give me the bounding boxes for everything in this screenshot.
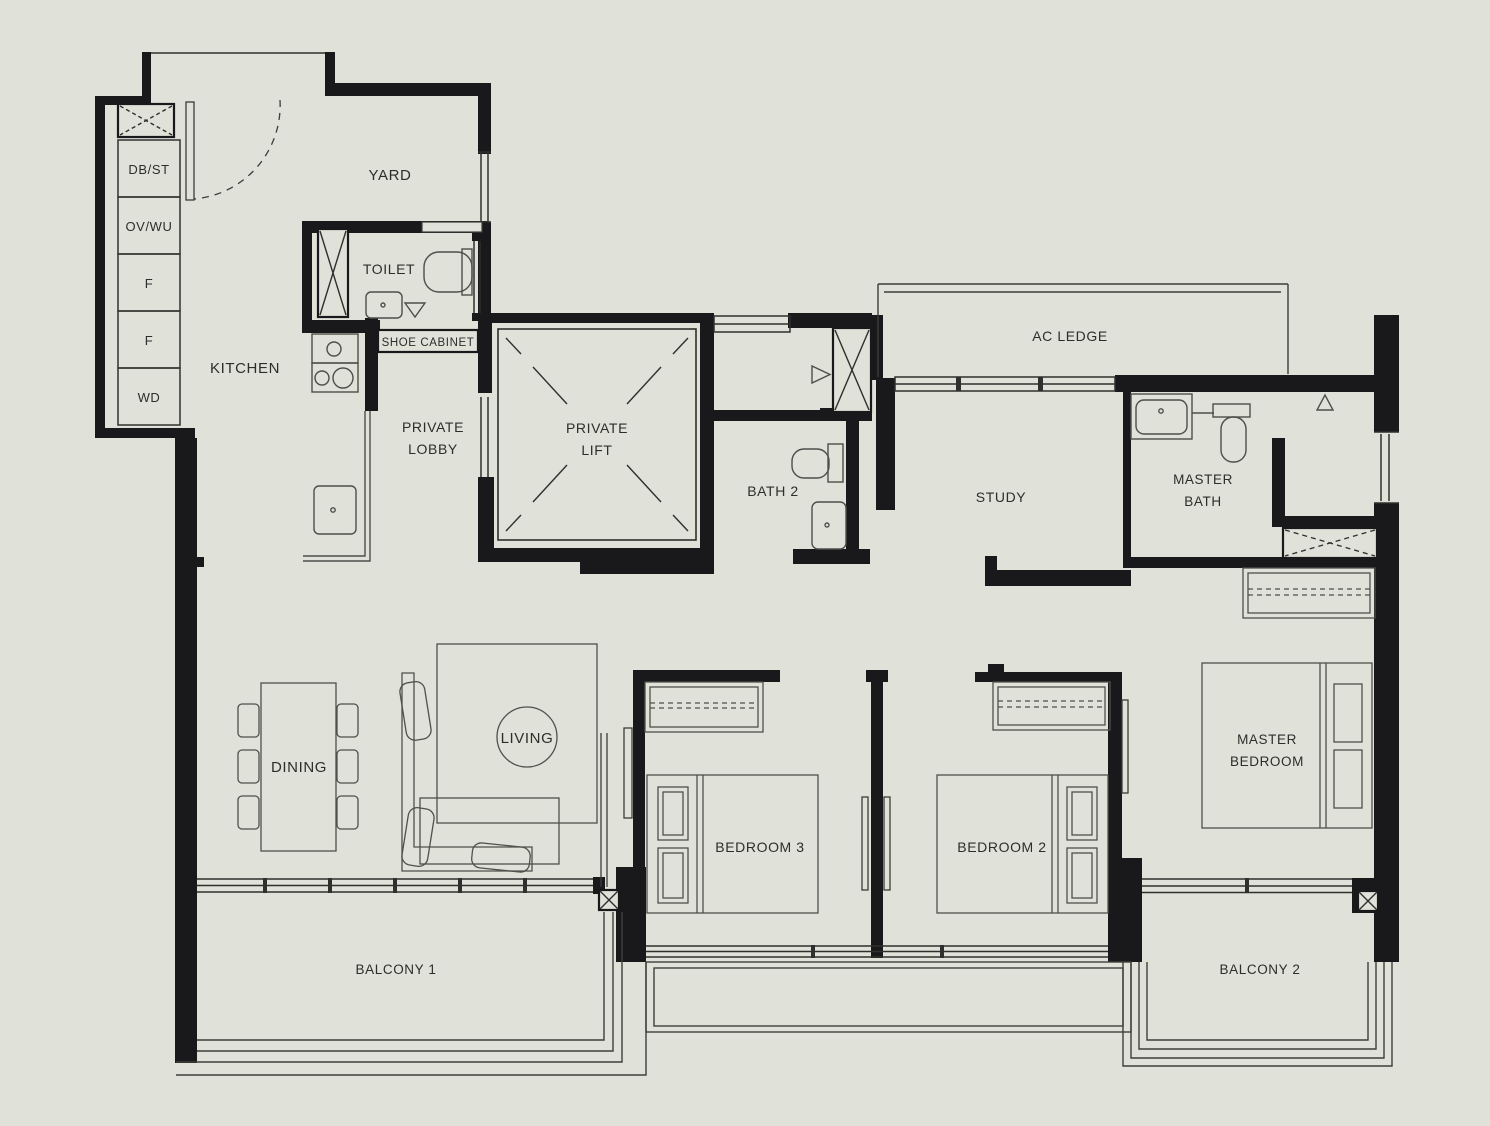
toilet-window [473, 241, 481, 313]
lift-cab [497, 328, 697, 541]
windows-layer [151, 52, 1399, 504]
chair-icon [336, 749, 359, 784]
sofa-cushion-icon [399, 680, 432, 741]
sofa-cushion-icon [401, 806, 435, 868]
bed2-icon [936, 774, 1109, 914]
ac-ledge-label: AC LEDGE [1032, 328, 1108, 344]
balcony2-label: BALCONY 2 [1220, 962, 1301, 977]
vanity-icon [1130, 393, 1193, 440]
window-band-ticks [263, 878, 1249, 958]
rug-icon [436, 643, 598, 824]
floor-trap-icon [403, 302, 427, 319]
nightstand-icon [657, 786, 689, 841]
bedroom2-label: BEDROOM 2 [957, 839, 1046, 855]
labels-layer: YARD TOILET KITCHEN SHOE CABINET PRIVATE… [125, 162, 1304, 977]
shaft-hatch-lines [119, 105, 1378, 911]
kitchen-label: KITCHEN [210, 360, 280, 377]
fridge2-label: F [145, 333, 154, 348]
furniture-layer [237, 567, 1376, 914]
mbath-wc-bowl-icon [1220, 416, 1247, 463]
master-bed-icon [1201, 662, 1373, 829]
wc-basin-icon [365, 291, 403, 319]
ov-wu-label: OV/WU [125, 219, 172, 234]
yard-label: YARD [369, 167, 412, 184]
wd-unit [117, 367, 181, 426]
chair-icon [336, 795, 359, 830]
wardrobe2-icon [992, 681, 1111, 731]
bed3-icon [646, 774, 819, 914]
master-door-leaf [1121, 699, 1129, 794]
window-mullions [956, 377, 1043, 391]
bedroom-windows [646, 945, 1108, 958]
nightstand-icon [1066, 847, 1098, 904]
entry-door-swing [193, 99, 281, 200]
yard-window [478, 151, 491, 223]
private-lobby-label-2: LOBBY [408, 441, 458, 457]
balcony1-railing [197, 912, 605, 1041]
sliding-panel [883, 796, 891, 891]
shoe-cabinet-box [376, 328, 480, 354]
bath2-wc-bowl-icon [791, 448, 830, 479]
master-bath-window [1374, 431, 1399, 504]
nightstand-icon [1066, 786, 1098, 841]
master-bath-label-1: MASTER [1173, 472, 1233, 487]
toilet-label: TOILET [363, 261, 415, 277]
toilet-ledge [421, 221, 483, 233]
chair-icon [336, 703, 359, 738]
wardrobe3-icon [644, 681, 764, 733]
fridge1-label: F [145, 276, 154, 291]
railings-layer [176, 912, 1393, 1076]
master-bath-label-2: BATH [1184, 494, 1221, 509]
chaise-icon [419, 797, 560, 865]
chair-icon [237, 795, 260, 830]
kitchen-counter [303, 411, 371, 562]
study-label: STUDY [976, 489, 1027, 505]
wd-label: WD [138, 390, 161, 405]
kitchen-sink-icon [313, 485, 357, 535]
living-label: LIVING [501, 730, 554, 747]
master-wardrobe-icon [1242, 567, 1376, 619]
kitchen-units-layer [117, 139, 181, 426]
balcony2-railing [1130, 962, 1385, 1059]
pocket-panel [600, 733, 608, 887]
chair-icon [237, 703, 260, 738]
db-st-label: DB/ST [128, 162, 169, 177]
nightstand-icon [657, 847, 689, 904]
shower-trap-icon [1315, 393, 1335, 411]
entry-door-leaf [185, 101, 195, 201]
living-label-circle [496, 706, 558, 768]
chair-icon [237, 749, 260, 784]
master-bedroom-label-1: MASTER [1237, 732, 1297, 747]
fixtures-layer [303, 248, 1335, 562]
dining-table-icon [260, 682, 337, 852]
private-lobby-label-1: PRIVATE [402, 419, 464, 435]
bath2-wc-tank-icon [827, 443, 844, 483]
private-lift-label-2: LIFT [581, 442, 612, 458]
bedroom3-label: BEDROOM 3 [715, 839, 804, 855]
ac-ledge-outline [877, 283, 1289, 377]
master-bedroom-label-2: BEDROOM [1230, 754, 1304, 769]
lift-door [480, 397, 489, 477]
doors-layer [185, 99, 1129, 891]
sofa-icon [401, 672, 533, 872]
sliding-panel [861, 796, 869, 891]
balcony1-label: BALCONY 1 [356, 962, 437, 977]
dining-label: DINING [271, 759, 327, 776]
bath2-sink-icon [811, 501, 847, 550]
door-marker-icon [811, 364, 832, 385]
nightstand-icon [1333, 749, 1363, 809]
wc-tank-icon [461, 248, 473, 296]
bedroom3-door-leaf [623, 727, 633, 819]
nightstand-icon [1333, 683, 1363, 743]
shoe-cabinet-label: SHOE CABINET [382, 337, 475, 349]
bath2-label: BATH 2 [747, 483, 799, 499]
private-lift-label-1: PRIVATE [566, 420, 628, 436]
sofa-cushion-icon [471, 842, 531, 873]
